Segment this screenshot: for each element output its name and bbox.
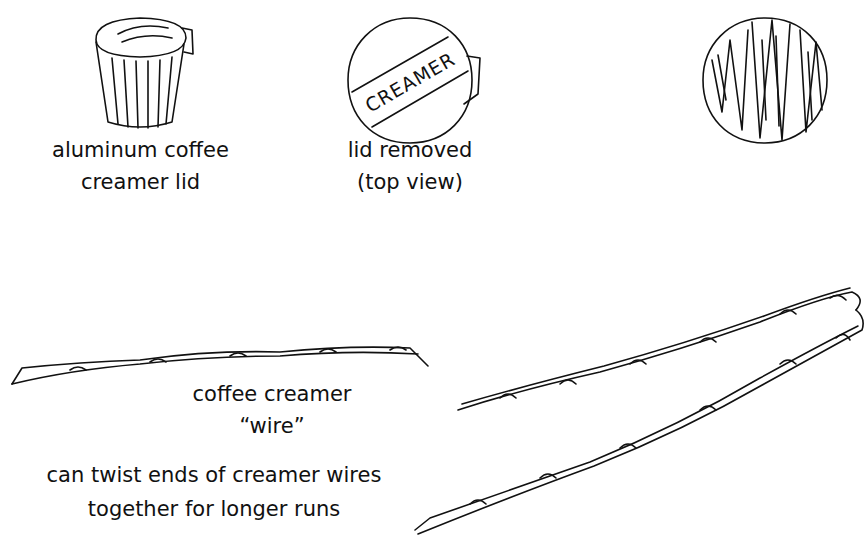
creamer-cup: [96, 18, 193, 128]
cut-lid: [703, 18, 827, 143]
part-caption: lid removed (top view): [325, 134, 495, 198]
creamer-wire: [12, 347, 428, 384]
part-caption: aluminum coffee creamer lid: [33, 134, 248, 198]
part-caption: coffee creamer “wire”: [172, 378, 372, 442]
lid-top-view: [348, 18, 480, 143]
note-text: can twist ends of creamer wires together…: [14, 458, 414, 526]
joined-wires: [415, 288, 863, 534]
